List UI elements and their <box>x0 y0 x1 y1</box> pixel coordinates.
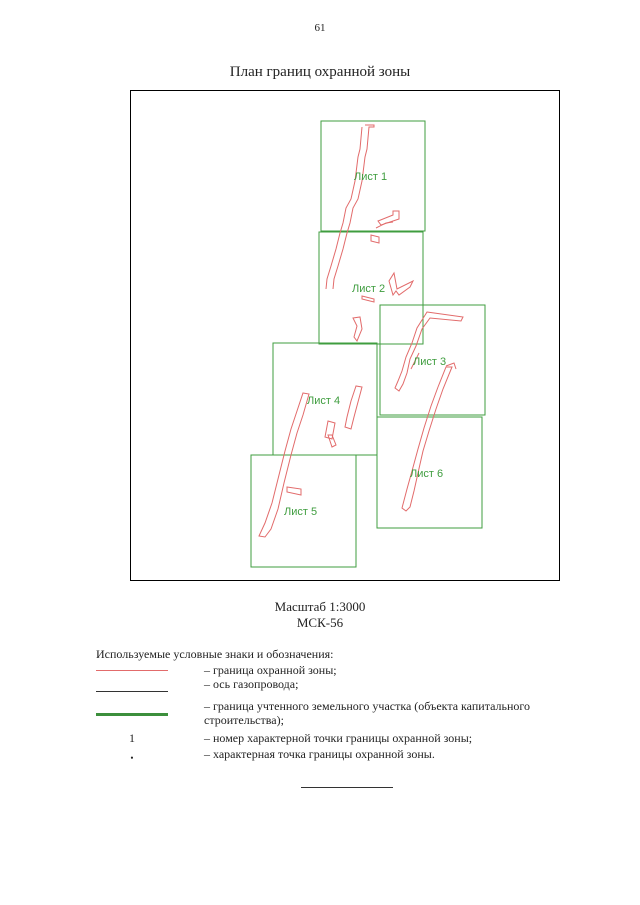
sheet-label-1: Лист 1 <box>354 171 387 183</box>
legend-dot-symbol: • <box>130 753 134 763</box>
scale-block: Масштаб 1:3000 МСК-56 <box>0 599 640 631</box>
sheet-label-2: Лист 2 <box>352 283 385 295</box>
sheet-frame-5 <box>250 454 357 568</box>
page-title: План границ охранной зоны <box>229 64 411 80</box>
scale-ratio: Масштаб 1:3000 <box>274 599 366 614</box>
divider <box>301 787 393 788</box>
legend-item-text: – номер характерной точки границы охранн… <box>204 731 473 745</box>
legend-item-text: – ось газопровода; <box>204 677 299 691</box>
legend-black-line-symbol <box>96 691 168 692</box>
legend-red-line-symbol <box>96 670 168 671</box>
sheet-label-5: Лист 5 <box>284 506 317 518</box>
sheet-label-3: Лист 3 <box>413 356 446 368</box>
legend-point-number-symbol: 1 <box>129 731 135 745</box>
legend-green-line-symbol <box>96 713 168 716</box>
coordinate-system: МСК-56 <box>296 615 344 630</box>
sheet-frame-6 <box>376 416 483 529</box>
zone-boundary <box>258 124 464 538</box>
plan-map: Лист 1 Лист 2 Лист 3 Лист 4 Лист 5 Лист … <box>130 90 560 581</box>
sheet-label-4: Лист 4 <box>307 395 340 407</box>
legend-item-text: – граница охранной зоны; <box>204 663 337 677</box>
legend-item-text: – граница учтенного земельного участка (… <box>204 699 531 727</box>
page-number: 61 <box>314 22 326 34</box>
plan-drawing: Лист 1 Лист 2 Лист 3 Лист 4 Лист 5 Лист … <box>250 120 486 568</box>
legend-item-text: – характерная точка границы охранной зон… <box>204 747 435 761</box>
sheet-frame-3 <box>379 304 486 416</box>
legend-title: Используемые условные знаки и обозначени… <box>96 647 334 661</box>
sheet-label-6: Лист 6 <box>410 468 443 480</box>
sheet-frame-2 <box>318 231 424 345</box>
sheet-frame-1 <box>320 120 426 232</box>
